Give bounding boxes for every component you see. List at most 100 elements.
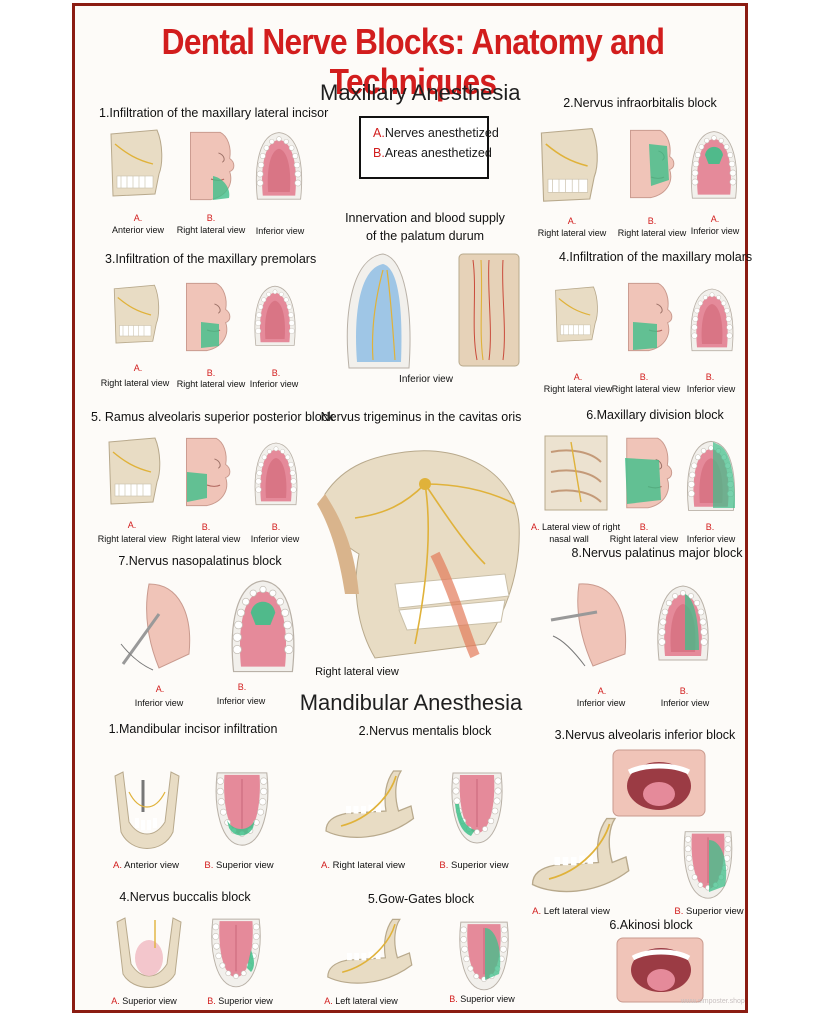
watermark: www.simposter.shop	[681, 998, 745, 1005]
block-title-man3: 3.Nervus alveolaris inferior block	[554, 728, 736, 742]
block-title-max8: 8.Nervus palatinus major block	[571, 546, 743, 560]
poster-title: Dental Nerve Blocks: Anatomy and Techniq…	[161, 21, 665, 102]
poster: Dental Nerve Blocks: Anatomy and Techniq…	[72, 3, 753, 1013]
caption-right-lateral-view: Right lateral view	[609, 534, 679, 544]
letter-a: A.	[133, 363, 143, 373]
caption-man1-a: A. Anterior view	[112, 860, 180, 871]
letter-b: B.	[271, 368, 281, 378]
illustration-skull	[537, 120, 603, 212]
illustration-tongue-superior	[447, 764, 507, 850]
illustration-arch-inferior	[653, 574, 713, 670]
caption-inferior-view: Inferior view	[250, 534, 300, 544]
block-title-max7: 7.Nervus nasopalatinus block	[118, 554, 282, 568]
block-title-man5: 5.Gow-Gates block	[367, 892, 475, 906]
illustration-face-lateral	[625, 434, 677, 512]
caption-right-lateral-view: Right lateral view	[176, 379, 246, 389]
caption-right-lateral-view: Right lateral view	[611, 384, 681, 394]
illustration-mandible-lateral	[321, 758, 421, 854]
caption-lateral-nasal-line1: A. Lateral view of right	[531, 522, 621, 532]
illustration-anterior-skull	[107, 124, 167, 204]
block-title-max3: 3.Infiltration of the maxillary premolar…	[105, 252, 317, 266]
illustration-open-mouth	[612, 749, 706, 817]
illustration-palate	[346, 253, 411, 369]
letter-b: B.	[201, 522, 211, 532]
caption-inferior-view: Inferior view	[660, 698, 710, 708]
caption-right-lateral-view: Right lateral view	[543, 384, 613, 394]
illustration-skull	[105, 432, 165, 512]
legend-nerves: A.Nerves anesthetized	[373, 126, 499, 140]
illustration-trigeminus	[317, 450, 520, 659]
letter-b: B.	[705, 372, 715, 382]
illustration-arch-inferior	[683, 430, 735, 520]
illustration-arch-inferior	[251, 272, 299, 358]
caption-inferior-view: Inferior view	[576, 698, 626, 708]
illustration-face-lateral	[623, 124, 679, 204]
caption-inferior-view: Inferior view	[690, 226, 740, 236]
illustration-arch-inferior	[687, 122, 741, 206]
letter-a: A.	[710, 214, 720, 224]
block-title-man2: 2.Nervus mentalis block	[358, 724, 492, 738]
letter-b: B.	[705, 522, 715, 532]
block-title-max4: 4.Infiltration of the maxillary molars	[559, 250, 753, 264]
block-title-man6: 6.Akinosi block	[609, 918, 693, 932]
block-title-max6: 6.Maxillary division block	[586, 408, 724, 422]
section-mandibular: Mandibular Anesthesia	[299, 690, 523, 715]
block-title-max5: 5. Ramus alveolaris superior posterior b…	[91, 410, 335, 424]
letter-a: A.	[127, 520, 137, 530]
letter-a: A.	[573, 372, 583, 382]
letter-b: B.	[639, 522, 649, 532]
legend-areas: B.Areas anesthetized	[373, 146, 492, 160]
letter-b: B.	[206, 213, 216, 223]
illustration-nasal-wall	[544, 435, 608, 511]
caption-lateral-nasal-line2: nasal wall	[549, 534, 589, 544]
illustration-mandible-lateral	[527, 812, 637, 902]
caption-inferior-view: Inferior view	[686, 534, 736, 544]
block-title-max1: 1.Infiltration of the maxillary lateral …	[99, 106, 329, 120]
caption-man1-b: B. Superior view	[204, 860, 274, 871]
palatum-title-line2: of the palatum durum	[365, 229, 485, 243]
caption-man2-b: B. Superior view	[439, 860, 509, 871]
letter-a: A.	[567, 216, 577, 226]
caption-inferior-view: Inferior view	[255, 226, 305, 236]
caption-inferior-view: Inferior view	[249, 379, 299, 389]
palatum-title-line1: Innervation and blood supply	[345, 211, 505, 225]
caption-inferior-view: Inferior view	[216, 696, 266, 706]
caption-inferior-view: Inferior view	[399, 374, 453, 385]
illustration-mandible-lateral	[323, 912, 419, 994]
block-title-trigeminus: Nervus trigeminus in the cavitas oris	[320, 410, 522, 424]
caption-inferior-view: Inferior view	[686, 384, 736, 394]
caption-right-lateral-view: Right lateral view	[100, 378, 170, 388]
illustration-tongue-superior	[455, 914, 513, 996]
caption-right-lateral-view: Right lateral view	[97, 534, 167, 544]
illustration-skull	[545, 282, 609, 348]
caption-man3-b: B. Superior view	[674, 906, 744, 917]
caption-right-lateral-view: Right lateral view	[315, 666, 399, 678]
letter-b: B.	[206, 368, 216, 378]
illustration-mandible-front	[116, 917, 182, 988]
letter-a: A.	[597, 686, 607, 696]
illustration-face-lateral	[179, 278, 235, 356]
illustration-tongue-superior	[211, 766, 273, 850]
illustration-mandible-front	[114, 771, 180, 849]
block-title-man4: 4.Nervus buccalis block	[119, 890, 251, 904]
caption-right-lateral-view: Right lateral view	[617, 228, 687, 238]
caption-right-lateral-view: Right lateral view	[171, 534, 241, 544]
illustration-open-mouth	[616, 937, 704, 1003]
caption-man4-a: A. Superior view	[111, 996, 177, 1006]
caption-man5-a: A. Left lateral view	[324, 996, 398, 1006]
caption-inferior-view: Inferior view	[134, 698, 184, 708]
illustration-tongue-superior	[207, 910, 265, 994]
caption-anterior-view: Anterior view	[111, 225, 165, 235]
letter-b: B.	[237, 682, 247, 692]
legend-box: A.Nerves anesthetized B.Areas anesthetiz…	[359, 116, 499, 179]
caption-right-lateral-view: Right lateral view	[537, 228, 607, 238]
block-title-man1: 1.Mandibular incisor infiltration	[108, 722, 278, 736]
caption-man4-b: B. Superior view	[207, 996, 273, 1006]
illustration-palate-vessels	[458, 253, 520, 367]
caption-man3-a: A. Left lateral view	[532, 906, 610, 917]
illustration-syringe-palatine	[550, 583, 627, 667]
illustration-skull	[103, 280, 171, 350]
illustration-syringe-nasopalatine	[120, 583, 191, 671]
caption-right-lateral-view: Right lateral view	[176, 225, 246, 235]
section-maxillary: Maxillary Anesthesia	[320, 80, 521, 105]
